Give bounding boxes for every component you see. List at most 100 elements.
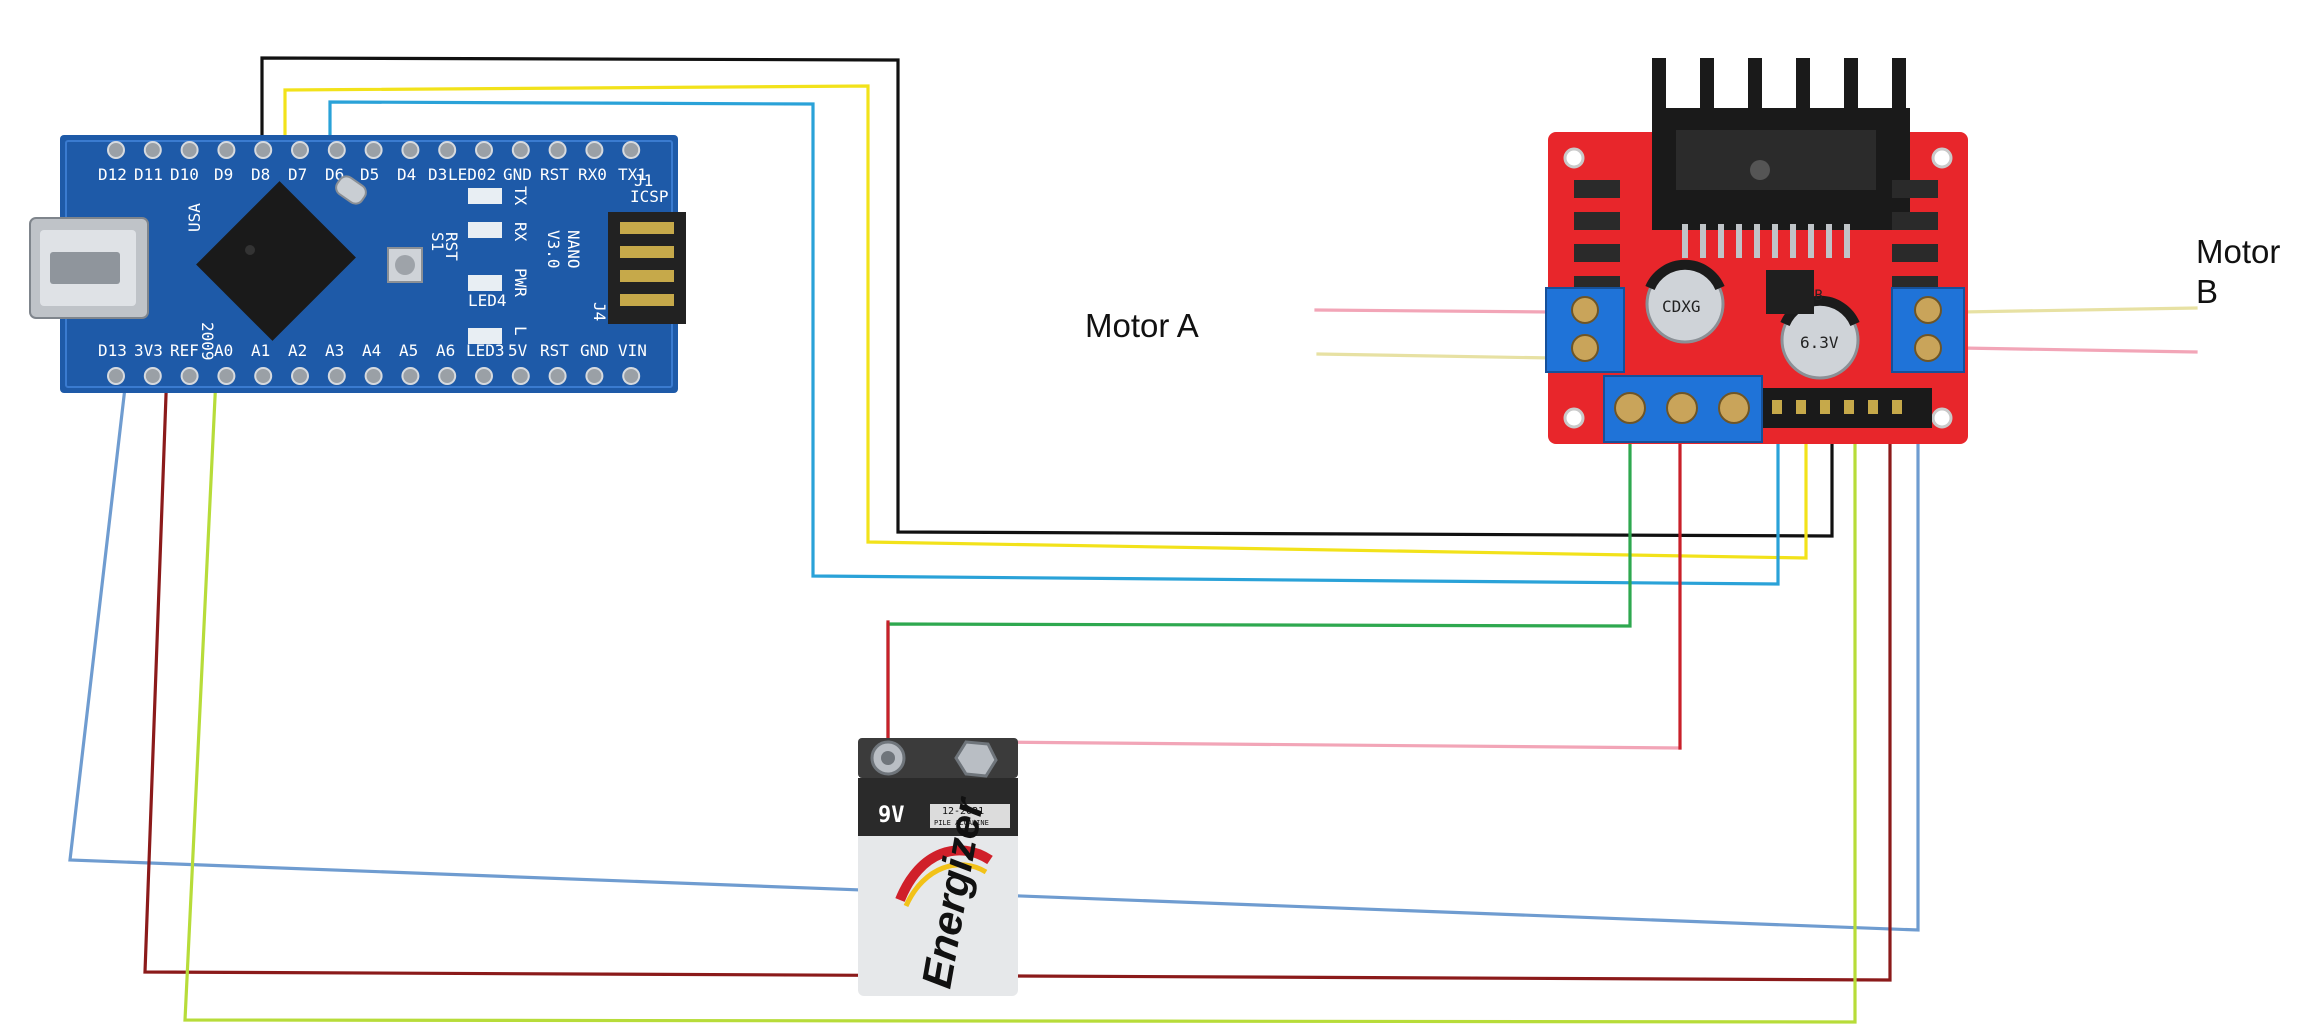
battery-9v: 9V 12-2021 PILE ALCALINE Energizer — [858, 738, 1018, 996]
wire-lime — [183, 188, 1857, 1024]
pin-hole — [622, 141, 641, 159]
terminal-motor-a — [1545, 287, 1625, 373]
terminal-power — [1603, 375, 1763, 443]
icsp-label: ICSP — [630, 187, 669, 206]
microcontroller-chip — [196, 181, 356, 341]
pin-hole — [254, 141, 273, 159]
battery-terminal-positive — [870, 740, 906, 776]
tx-label: TX — [511, 186, 530, 206]
pin-label-rst-bottom: RST — [540, 341, 569, 360]
pin-hole — [291, 141, 309, 159]
version-label: V3.0 — [544, 230, 563, 269]
nano-bottom-pin-holes — [107, 367, 641, 385]
pwr-label: PWR — [511, 268, 530, 297]
nano-label: NANO — [564, 230, 583, 269]
rx-label: RX — [511, 222, 530, 242]
pin-hole — [107, 367, 125, 385]
pin-label-tx1: TX1 — [618, 165, 647, 184]
pin-label-a3: A3 — [325, 341, 344, 360]
wire-motor-b-pink — [1960, 346, 2198, 354]
pin-label-led3: LED3 — [466, 341, 505, 360]
nano-top-pin-labels: D12 D11 D10 D9 D8 D7 D6 D5 D4 D3 LED02 G… — [98, 165, 647, 184]
pin-label-gnd-top: GND — [503, 165, 532, 184]
pin-label-a5: A5 — [399, 341, 418, 360]
pin-hole — [511, 367, 530, 385]
j4-label: J4 — [590, 302, 609, 321]
wire-pink — [983, 740, 1682, 750]
pin-label-a6: A6 — [436, 341, 455, 360]
battery-voltage: 9V — [878, 803, 905, 828]
pin-hole — [143, 367, 162, 385]
pin-label-5v: 5V — [508, 341, 528, 360]
voltage-regulator — [1766, 270, 1814, 314]
pin-hole — [475, 367, 493, 385]
capacitor-right: 6.3V — [1780, 295, 1860, 380]
pin-label-d11: D11 — [134, 165, 163, 184]
pin-label-rx0: RX0 — [578, 165, 607, 184]
pin-hole — [327, 141, 346, 159]
pin-label-a2: A2 — [288, 341, 307, 360]
pin-hole — [548, 367, 567, 385]
status-leds — [468, 188, 502, 344]
wire-motor-a-yellow — [1316, 352, 1554, 360]
battery-type: PILE ALCALINE — [934, 819, 989, 827]
wire-motor-b-yellow — [1960, 306, 2198, 314]
rst-button-label: RST — [442, 232, 461, 261]
motor-a-label: Motor A — [1085, 307, 1199, 344]
pin-hole — [401, 141, 420, 159]
pin-label-3v3: 3V3 — [134, 341, 163, 360]
pin-label-d10: D10 — [170, 165, 199, 184]
battery-date: 12-2021 — [942, 806, 984, 817]
pin-hole — [364, 141, 383, 159]
nano-bottom-pin-labels: D13 3V3 REF A0 A1 A2 A3 A4 A5 A6 LED3 5V… — [98, 341, 647, 360]
pin-hole — [438, 367, 457, 385]
battery-terminal-negative — [954, 740, 998, 778]
j1-label: J1 — [634, 171, 653, 190]
motor-b-label-line2: B — [2196, 273, 2219, 310]
pin-hole — [217, 367, 236, 385]
pin-label-a1: A1 — [251, 341, 270, 360]
icsp-header — [608, 212, 686, 324]
pin-hole — [438, 141, 457, 159]
led-l-label: L — [511, 326, 530, 336]
wire-motor-a-pink — [1314, 308, 1552, 314]
pin-hole — [107, 141, 125, 159]
pin-hole — [401, 367, 420, 385]
mounting-holes — [1563, 147, 1953, 429]
pin-hole — [143, 141, 162, 159]
capacitor-left-text: CDXG — [1662, 297, 1701, 316]
wire-green — [886, 428, 1632, 747]
pin-label-vin: VIN — [618, 341, 647, 360]
nano-top-pin-holes — [107, 141, 641, 159]
pin-hole — [180, 367, 199, 385]
pin-label-d12: D12 — [98, 165, 127, 184]
pin-label-d5: D5 — [360, 165, 379, 184]
usb-connector — [29, 217, 149, 319]
pin-hole — [475, 141, 493, 159]
nano-silkscreen: USA 2009 NANO V3.0 TX RX PWR L S1 RST LE… — [185, 171, 669, 361]
capacitor-left: CDXG — [1645, 259, 1725, 344]
pin-hole — [217, 141, 236, 159]
arduino-nano-board: D12 D11 D10 D9 D8 D7 D6 D5 D4 D3 LED02 G… — [29, 135, 686, 393]
pin-hole — [364, 367, 383, 385]
pin-label-a4: A4 — [362, 341, 381, 360]
usa-label: USA — [185, 203, 204, 232]
pin-hole — [585, 367, 604, 385]
pin-label-led02: LED02 — [448, 165, 496, 184]
reset-button-component — [387, 247, 423, 283]
pin-hole — [622, 367, 641, 385]
pin-label-d7: D7 — [288, 165, 307, 184]
year-label: 2009 — [198, 322, 217, 361]
capacitor-right-text: 6.3V — [1800, 333, 1839, 352]
pin-hole — [585, 141, 604, 159]
crystal-oscillator — [335, 175, 367, 205]
wire-yellow — [283, 84, 1808, 560]
s1-label: S1 — [428, 232, 447, 251]
l298n-motor-driver: CDXG 6.3V AB — [1545, 58, 1968, 444]
wire-cyan — [328, 100, 1780, 586]
pin-hole — [511, 141, 530, 159]
pin-label-d3: D3 — [428, 165, 447, 184]
pin-label-a0: A0 — [214, 341, 233, 360]
